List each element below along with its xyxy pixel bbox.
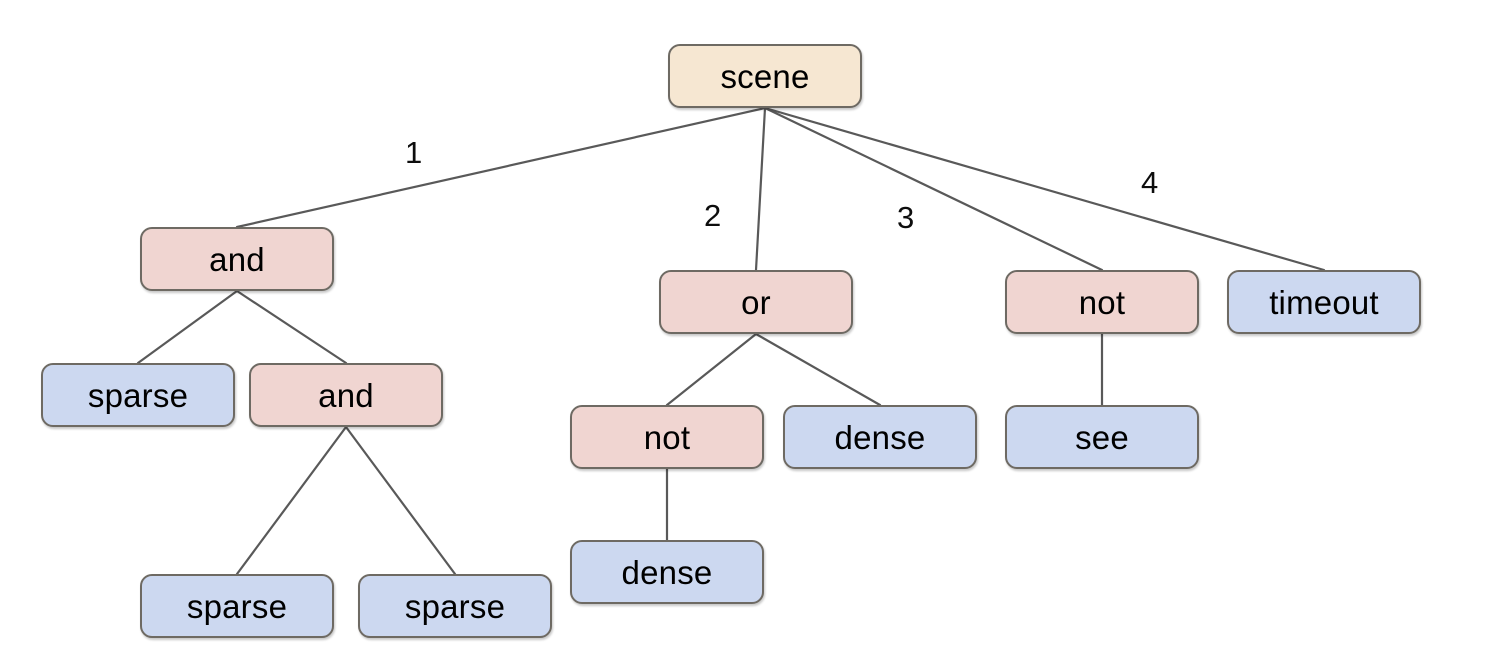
tree-node-and2[interactable]: and [249, 363, 443, 427]
tree-node-label: not [1078, 283, 1126, 321]
tree-node-see1[interactable]: see [1005, 405, 1199, 469]
tree-edge [665, 332, 758, 407]
tree-node-dense2[interactable]: dense [570, 540, 764, 604]
tree-edge [344, 425, 457, 576]
tree-edge [136, 289, 239, 365]
tree-node-label: not [643, 418, 691, 456]
tree-edge [763, 106, 1104, 272]
edge-label-2: 2 [704, 198, 722, 233]
tree-node-label: or [741, 283, 771, 321]
tree-edge [763, 106, 1326, 272]
tree-node-or1[interactable]: or [659, 270, 853, 334]
tree-edge [235, 425, 348, 576]
tree-node-label: see [1075, 418, 1129, 456]
tree-node-not2[interactable]: not [1005, 270, 1199, 334]
tree-node-label: dense [834, 418, 926, 456]
tree-node-label: scene [720, 57, 810, 95]
tree-node-sparse3[interactable]: sparse [358, 574, 552, 638]
tree-node-label: sparse [87, 376, 189, 414]
tree-node-label: dense [621, 553, 713, 591]
tree-node-label: sparse [404, 587, 506, 625]
tree-node-label: and [318, 376, 374, 414]
edge-label-4: 4 [1141, 165, 1159, 200]
tree-node-sparse1[interactable]: sparse [41, 363, 235, 427]
tree-edge [235, 106, 767, 229]
tree-node-sparse2[interactable]: sparse [140, 574, 334, 638]
edge-label-3: 3 [897, 200, 915, 235]
tree-edge [754, 332, 882, 407]
edge-label-1: 1 [405, 135, 423, 170]
tree-node-and1[interactable]: and [140, 227, 334, 291]
tree-node-timeout[interactable]: timeout [1227, 270, 1421, 334]
tree-edge [235, 289, 348, 365]
tree-node-scene[interactable]: scene [668, 44, 862, 108]
tree-edge [754, 106, 767, 272]
tree-node-dense1[interactable]: dense [783, 405, 977, 469]
tree-node-label: sparse [186, 587, 288, 625]
tree-node-not1[interactable]: not [570, 405, 764, 469]
tree-node-label: and [209, 240, 265, 278]
tree-node-label: timeout [1269, 283, 1379, 321]
